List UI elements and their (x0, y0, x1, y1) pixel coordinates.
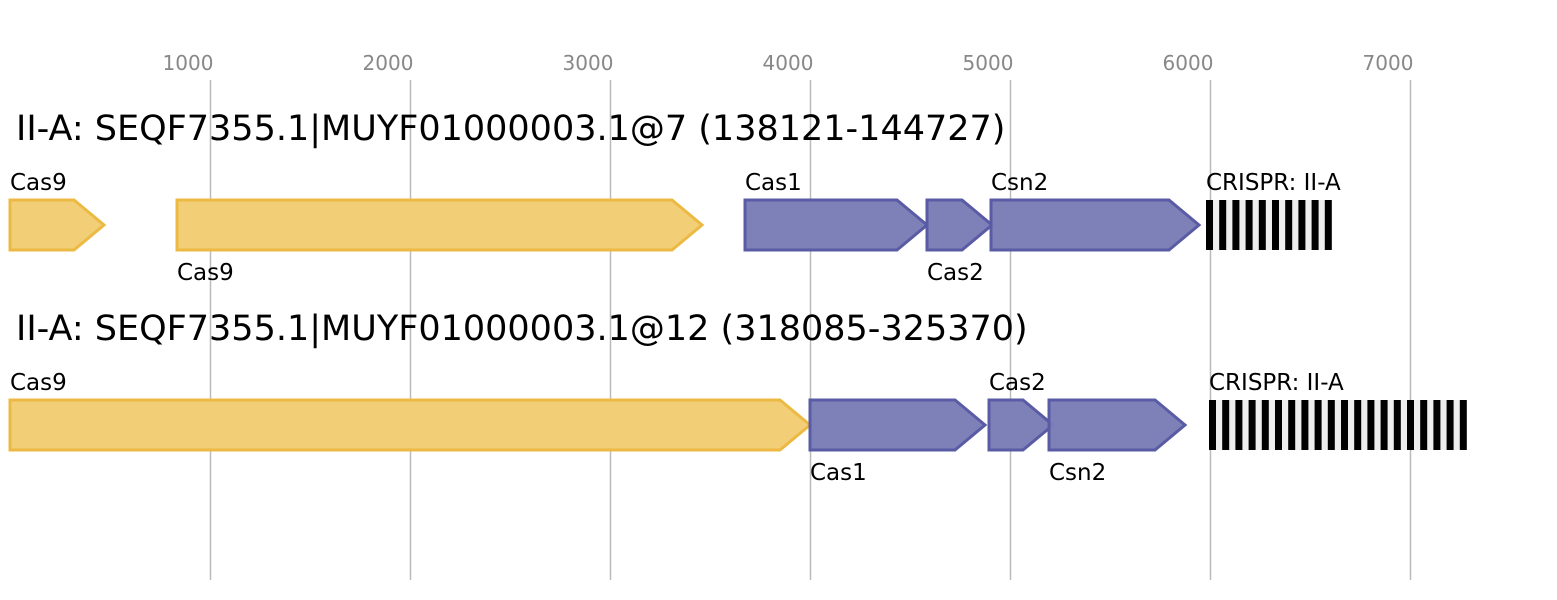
tick-label: 7000 (1363, 51, 1414, 75)
gene-label: Cas9 (10, 170, 67, 196)
crispr-repeat (1380, 400, 1388, 450)
crispr-repeat (1235, 400, 1243, 450)
gene-label: Csn2 (991, 170, 1048, 196)
crispr-repeat (1272, 200, 1279, 250)
gene-label: Cas2 (989, 370, 1046, 396)
gene-arrow-csn2[interactable] (1047, 398, 1188, 452)
gene-arrow-cas2[interactable] (925, 198, 995, 252)
loci-tracks: II-A: SEQF7355.1|MUYF01000003.1@7 (13812… (8, 109, 1467, 486)
gene-label: Cas1 (810, 460, 867, 486)
gene-arrow-cas1[interactable] (743, 198, 930, 252)
tick-label: 1000 (163, 51, 214, 75)
crispr-repeat (1407, 400, 1414, 450)
crispr-repeat (1222, 400, 1230, 450)
crispr-repeat (1314, 400, 1322, 450)
crispr-repeat (1298, 200, 1306, 250)
crispr-repeat (1219, 200, 1227, 250)
crispr-repeat (1354, 400, 1362, 450)
crispr-repeat (1420, 400, 1428, 450)
crispr-label: CRISPR: II-A (1209, 370, 1344, 396)
crispr-repeat (1258, 200, 1266, 250)
crispr-repeat (1327, 400, 1335, 450)
crispr-repeat (1206, 200, 1213, 250)
crispr-repeat (1341, 400, 1348, 450)
locus-title: II-A: SEQF7355.1|MUYF01000003.1@12 (3180… (16, 309, 1028, 349)
crispr-repeat (1261, 400, 1269, 450)
crispr-repeat (1446, 400, 1454, 450)
crispr-repeat (1367, 400, 1375, 450)
crispr-repeat (1459, 400, 1467, 450)
gene-arrow-cas9[interactable] (8, 398, 813, 452)
tick-label: 5000 (963, 51, 1014, 75)
tick-label: 3000 (563, 51, 614, 75)
crispr-repeat (1285, 200, 1293, 250)
tick-label: 6000 (1163, 51, 1214, 75)
crispr-array-background (1206, 200, 1332, 250)
locus-title: II-A: SEQF7355.1|MUYF01000003.1@7 (13812… (16, 109, 1005, 149)
crispr-label: CRISPR: II-A (1206, 170, 1341, 196)
gene-arrow-cas9[interactable] (8, 198, 107, 252)
axis-gridlines (209, 80, 1412, 580)
gene-label: Cas1 (745, 170, 802, 196)
gene-arrow-cas1[interactable] (808, 398, 988, 452)
gene-arrow-cas2[interactable] (987, 398, 1056, 452)
crispr-repeat (1393, 400, 1401, 450)
gene-arrow-cas9[interactable] (175, 198, 705, 252)
tick-label: 2000 (363, 51, 414, 75)
tick-label: 4000 (763, 51, 814, 75)
gene-label: Csn2 (1049, 460, 1106, 486)
crispr-array-background (1209, 400, 1467, 450)
locus-track: II-A: SEQF7355.1|MUYF01000003.1@7 (13812… (8, 109, 1341, 286)
crispr-repeat (1324, 200, 1332, 250)
gene-label: Cas9 (177, 260, 234, 286)
gene-arrow-csn2[interactable] (989, 198, 1202, 252)
axis-tick-labels: 1000 2000 3000 4000 5000 6000 7000 (163, 51, 1414, 75)
gene-label: Cas9 (10, 370, 67, 396)
crispr-repeat (1232, 200, 1240, 250)
crispr-repeat (1311, 200, 1319, 250)
crispr-repeat (1288, 400, 1296, 450)
crispr-repeat (1209, 400, 1216, 450)
crispr-repeat (1301, 400, 1309, 450)
locus-track: II-A: SEQF7355.1|MUYF01000003.1@12 (3180… (8, 309, 1467, 486)
crispr-repeat (1245, 200, 1253, 250)
crispr-repeat (1248, 400, 1256, 450)
gene-label: Cas2 (927, 260, 984, 286)
crispr-repeat (1433, 400, 1441, 450)
crispr-repeat (1275, 400, 1282, 450)
